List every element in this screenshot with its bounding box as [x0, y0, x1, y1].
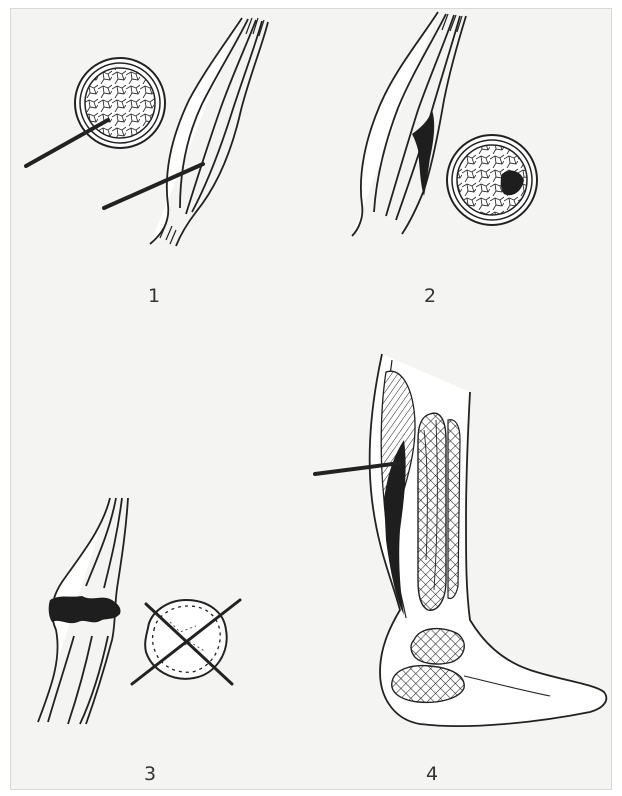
panel-1-pointer-arrow-left — [26, 120, 108, 166]
panel-3-label: 3 — [144, 763, 156, 785]
panel-2-cross-section — [447, 135, 537, 225]
panel-4-calcaneus — [392, 666, 464, 703]
panel-2-muscle — [352, 12, 466, 236]
panel-1-pointer-arrow-right — [104, 164, 203, 208]
panel-2-label: 2 — [424, 285, 436, 307]
panel-1: 1 — [26, 18, 268, 307]
panel-1-label: 1 — [148, 285, 160, 307]
panel-1-muscle — [150, 18, 268, 246]
panel-3-complete-rupture-lesion — [49, 596, 121, 623]
panel-4-talus — [411, 629, 464, 664]
panel-4-fibula — [448, 420, 460, 599]
panel-4: 4 — [315, 354, 606, 785]
panel-4-label: 4 — [426, 763, 438, 785]
panel-3: 3 — [38, 498, 240, 785]
panel-2-partial-tear-lesion — [412, 110, 434, 196]
panel-4-tibia — [418, 413, 446, 610]
panel-1-cross-section — [75, 58, 165, 148]
panel-2: 2 — [352, 12, 537, 307]
